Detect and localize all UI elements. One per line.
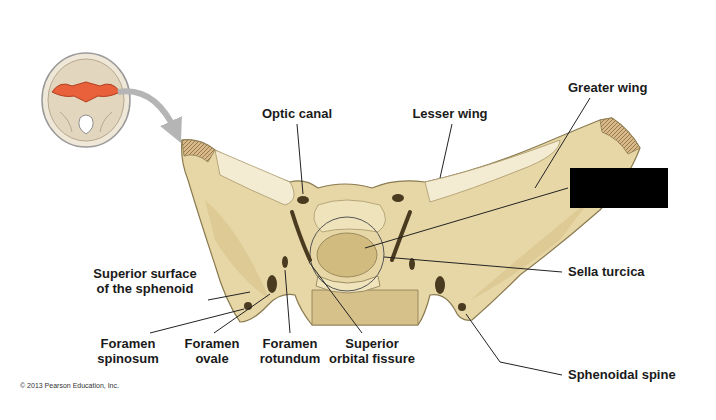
highlight-circle	[310, 217, 384, 291]
pointer-arrow	[118, 91, 176, 132]
part-label: Foramen rotundum	[250, 336, 330, 366]
part-label: Sphenoidal spine	[568, 367, 676, 382]
redaction-box	[570, 168, 668, 208]
part-label: Superior surface of the sphenoid	[86, 266, 204, 296]
part-label: Foramen ovale	[177, 336, 247, 366]
skull-inset	[42, 53, 130, 147]
part-label: Sella turcica	[568, 264, 645, 279]
part-label: Lesser wing	[412, 106, 487, 121]
part-label: Greater wing	[568, 80, 647, 95]
part-label: Foramen spinosum	[88, 336, 168, 366]
sphenoid-bone	[182, 118, 640, 325]
leader-lines	[150, 98, 590, 375]
part-label: Superior orbital fissure	[324, 336, 420, 366]
copyright-note: © 2013 Pearson Education, Inc.	[20, 381, 119, 390]
part-label: Optic canal	[262, 106, 332, 121]
